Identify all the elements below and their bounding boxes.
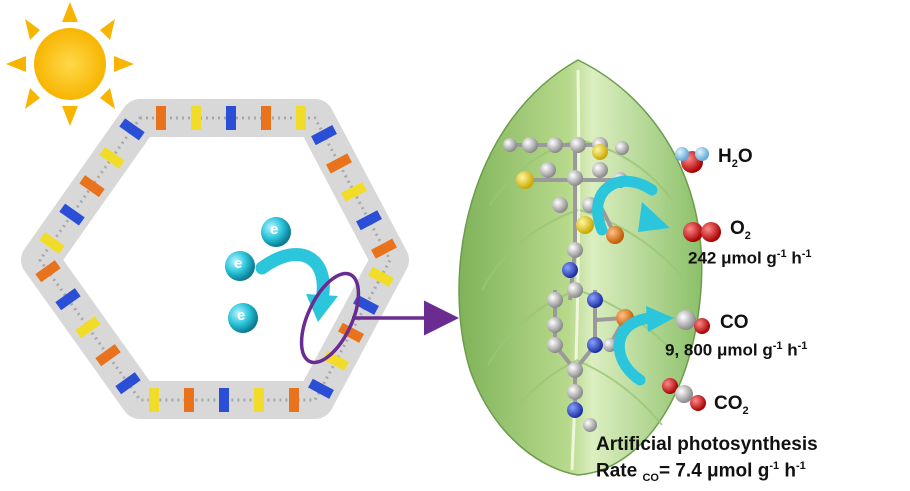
framework-segment	[296, 106, 306, 130]
molecule-model	[503, 137, 634, 432]
sun-icon	[6, 2, 134, 126]
molecule-atom	[547, 292, 563, 308]
co-rate: 9, 800 μmol g-1 h-1	[665, 340, 808, 360]
framework-segment	[311, 125, 337, 146]
electron-label-3: e	[237, 307, 246, 324]
framework-segment	[326, 153, 352, 174]
electron-3	[228, 303, 258, 333]
framework-segment	[35, 260, 61, 283]
framework-segment	[115, 372, 141, 395]
molecule-atom	[516, 171, 534, 189]
molecule-atom	[567, 282, 583, 298]
framework-segment	[95, 344, 121, 367]
framework-segment	[149, 388, 159, 412]
o2-label: O2	[730, 218, 751, 242]
highlight-ellipse	[299, 271, 361, 365]
molecule-atom	[540, 162, 556, 178]
framework-hexagon	[21, 99, 409, 419]
electron-2	[225, 251, 255, 281]
molecule-atom	[567, 384, 583, 400]
molecule-atom	[587, 337, 603, 353]
framework-segment	[261, 106, 271, 130]
water-oxidation-arrow	[592, 175, 658, 236]
framework-segment	[59, 203, 85, 226]
co2-reduction-arrow	[613, 312, 656, 386]
h2o-molecule-icon	[675, 147, 709, 173]
co2-molecule-icon	[662, 378, 706, 411]
co2-label: CO2	[714, 393, 749, 417]
molecule-atom	[592, 162, 608, 178]
electron-group	[225, 217, 291, 333]
molecule-atom	[567, 170, 583, 186]
framework-segment	[39, 231, 65, 254]
electron-transfer-arrow	[255, 248, 330, 307]
framework-segment	[184, 388, 194, 412]
framework-segment	[99, 146, 125, 169]
molecule-atom	[583, 418, 597, 432]
electron-1	[261, 217, 291, 247]
molecule-atom	[603, 338, 617, 352]
framework-segment	[55, 288, 81, 311]
caption-rate: Rate CO= 7.4 μmol g-1 h-1	[596, 460, 806, 485]
framework-segment	[156, 106, 166, 130]
framework-segment	[191, 106, 201, 130]
electron-label-2: e	[234, 255, 243, 272]
electron-label-1: e	[270, 221, 279, 238]
o2-molecule-icon	[683, 222, 721, 242]
molecule-atom	[567, 242, 583, 258]
molecule-atom	[592, 144, 608, 160]
molecule-atom	[570, 137, 586, 153]
molecule-atom	[547, 137, 563, 153]
framework-segment	[308, 378, 334, 399]
water-oxidation-arrow-head	[638, 202, 670, 232]
framework-segment	[226, 106, 236, 130]
molecule-atom	[587, 292, 603, 308]
co2-reduction-arrow-head	[646, 306, 674, 332]
framework-segment	[75, 316, 101, 339]
molecule-atom	[503, 138, 517, 152]
framework-segment	[338, 322, 364, 343]
framework-segment	[371, 238, 397, 259]
framework-segment	[356, 210, 382, 231]
molecule-atom	[567, 362, 583, 378]
molecule-atom	[606, 226, 624, 244]
caption-title: Artificial photosynthesis	[596, 434, 818, 455]
molecule-atom	[576, 216, 594, 234]
framework-segment	[289, 388, 299, 412]
molecule-atom	[547, 337, 563, 353]
molecule-atom	[567, 402, 583, 418]
framework-segment	[119, 118, 145, 141]
molecule-atom	[522, 137, 538, 153]
co-molecule-icon	[676, 310, 710, 334]
framework-segment	[368, 266, 394, 287]
framework-segment	[219, 388, 229, 412]
co-label: CO	[720, 312, 749, 333]
framework-segment	[254, 388, 264, 412]
framework-segment	[341, 181, 367, 202]
molecule-atom	[552, 197, 568, 213]
framework-segment	[79, 175, 105, 198]
molecule-atom	[547, 317, 563, 333]
o2-rate: 242 μmol g-1 h-1	[688, 248, 812, 268]
h2o-label: H2O	[718, 146, 753, 170]
molecule-atom	[615, 141, 629, 155]
molecule-atom	[562, 262, 578, 278]
